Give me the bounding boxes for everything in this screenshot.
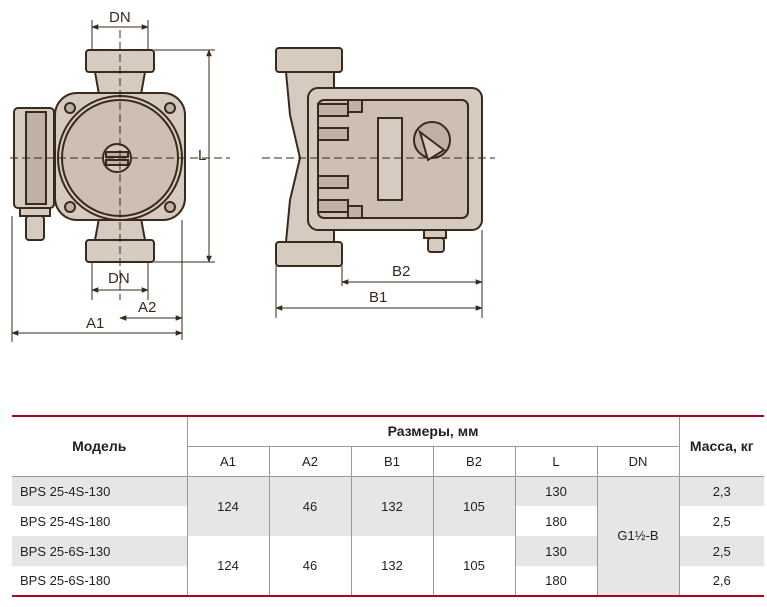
table-row: BPS 25-6S-130 124 46 132 105 130 2,5 (12, 536, 764, 597)
pump-dimension-drawing: DN DN L A2 A1 B (10, 9, 495, 342)
label-a2: A2 (138, 299, 156, 316)
subheader-dn: DN (596, 446, 679, 477)
cell-model: BPS 25-4S-180 (20, 513, 111, 529)
cell-model: BPS 25-4S-130 (12, 476, 187, 506)
subheader-l: L (514, 446, 597, 477)
cell-mass: 2,5 (678, 536, 764, 566)
cell-b2: 105 (432, 536, 515, 597)
cell-b1: 132 (350, 476, 433, 536)
header-model: Модель (12, 415, 187, 477)
cell-model: BPS 25-6S-180 (12, 566, 187, 597)
label-l: L (198, 147, 206, 164)
table-row: BPS 25-4S-180 180 2,5 (12, 506, 764, 536)
subheader-b2: B2 (432, 446, 515, 477)
pump-front-view (13, 49, 186, 263)
table-row: BPS 25-4S-130 124 46 132 105 130 G1½-B 2… (12, 476, 764, 597)
cell-l: 180 (514, 506, 597, 536)
cell-l: 130 (514, 536, 597, 566)
subheader-a1: A1 (186, 446, 269, 477)
cell-a1: 124 (186, 536, 269, 597)
dimensions-table: Модель Размеры, мм Масса, кг A1 A2 B1 B2… (12, 415, 764, 597)
label-b2: B2 (392, 263, 410, 280)
cell-l: 180 (514, 566, 597, 597)
label-dn-bottom: DN (108, 270, 130, 287)
cell-dn: G1½-B (596, 476, 679, 597)
table-row: BPS 25-6S-180 180 2,6 (12, 566, 764, 597)
label-a1: A1 (86, 315, 104, 332)
header-mass: Масса, кг (678, 415, 764, 477)
cell-b2: 105 (432, 476, 515, 536)
cell-mass: 2,6 (678, 566, 764, 597)
cell-a1: 124 (186, 476, 269, 536)
cell-mass: 2,5 (678, 506, 764, 536)
pump-side-view (275, 47, 483, 267)
cell-l: 130 (514, 476, 597, 506)
subheader-a2: A2 (268, 446, 351, 477)
subheader-b1: B1 (350, 446, 433, 477)
header-dimensions: Размеры, мм (186, 415, 679, 447)
front-centerlines (10, 30, 230, 300)
cell-b1: 132 (350, 536, 433, 597)
cell-model: BPS 25-6S-130 (12, 536, 187, 566)
label-dn-top: DN (109, 9, 131, 26)
cell-mass: 2,3 (678, 476, 764, 506)
label-b1: B1 (369, 289, 387, 306)
cell-a2: 46 (268, 476, 351, 536)
cell-a2: 46 (268, 536, 351, 597)
